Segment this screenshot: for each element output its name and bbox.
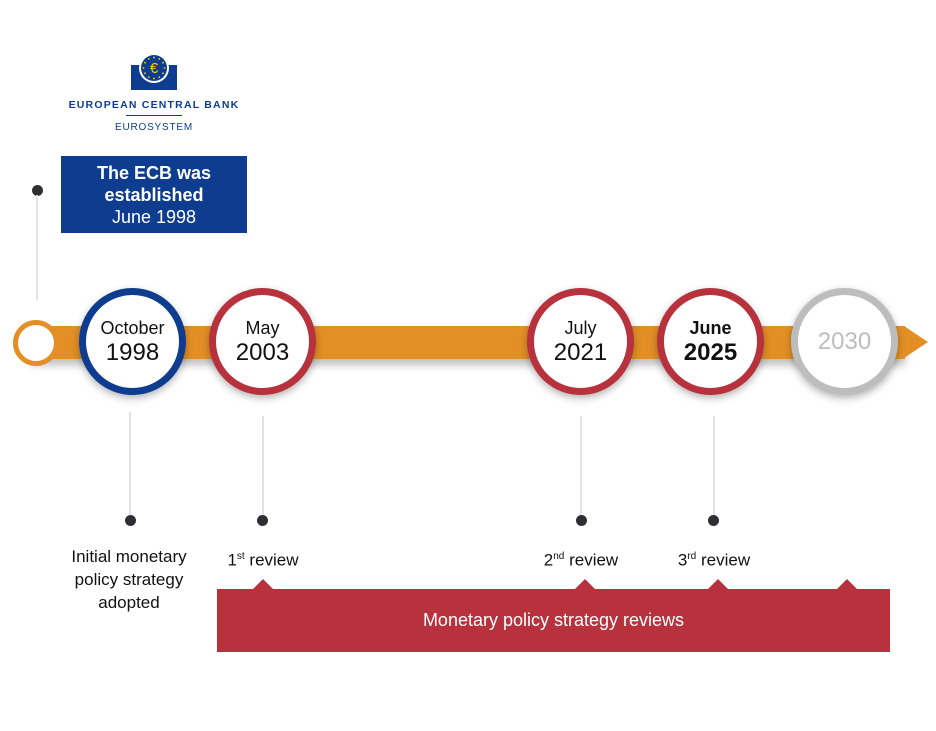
milestone-year: 2025 (683, 338, 738, 366)
connector-2003 (262, 416, 264, 515)
milestone-2003: May 2003 (209, 288, 316, 395)
milestone-year: 2021 (553, 338, 608, 366)
milestone-year: 1998 (105, 338, 160, 366)
logo-name: EUROPEAN CENTRAL BANK (68, 99, 240, 111)
milestone-year: 2003 (235, 338, 290, 366)
dot-1998 (125, 515, 136, 526)
milestone-2025: June 2025 (657, 288, 764, 395)
svg-text:€: € (150, 60, 159, 77)
milestone-2030: 2030 (791, 288, 898, 395)
band-notch (575, 579, 595, 589)
review-ordinal: rd (687, 551, 697, 562)
logo-subtitle: EUROSYSTEM (114, 122, 193, 133)
review-ordinal: nd (553, 551, 565, 562)
established-line1: The ECB was (96, 163, 212, 183)
established-connector (36, 195, 38, 300)
band-notch (837, 579, 857, 589)
review-text: review (696, 550, 751, 570)
milestone-month: October (100, 317, 165, 338)
established-dot (32, 185, 43, 196)
band-notch (708, 579, 728, 589)
established-box: The ECB was established June 1998 (61, 156, 247, 233)
milestone-month: July (564, 317, 597, 338)
label-line: adopted (98, 593, 160, 612)
timeline-start-marker (13, 320, 59, 366)
connector-1998 (129, 412, 131, 515)
label-review-3: 3rd review (654, 545, 774, 572)
connector-2025 (713, 416, 715, 515)
review-number: 1 (227, 550, 237, 570)
timeline-arrow-icon (904, 326, 928, 358)
ecb-logo-icon: € (131, 53, 177, 90)
milestone-month: June (689, 317, 732, 338)
reviews-band: Monetary policy strategy reviews (217, 589, 890, 652)
label-line: Initial monetary (71, 547, 187, 566)
milestone-2021: July 2021 (527, 288, 634, 395)
label-review-2: 2nd review (521, 545, 641, 572)
review-number: 3 (677, 550, 688, 570)
band-notch (253, 579, 273, 589)
milestone-year: 2030 (817, 327, 872, 355)
dot-2025 (708, 515, 719, 526)
milestone-month: May (245, 317, 280, 338)
established-date: June 1998 (111, 207, 197, 227)
milestone-1998: October 1998 (79, 288, 186, 395)
review-number: 2 (543, 550, 554, 570)
established-line2: established (104, 185, 204, 205)
dot-2021 (576, 515, 587, 526)
reviews-band-label: Monetary policy strategy reviews (422, 610, 685, 630)
logo-divider (126, 115, 182, 116)
review-ordinal: st (236, 551, 245, 562)
connector-2021 (580, 416, 582, 515)
review-text: review (244, 550, 299, 570)
label-review-1: 1st review (203, 545, 323, 572)
review-text: review (564, 550, 619, 570)
label-line: policy strategy (74, 570, 184, 589)
label-initial-strategy: Initial monetary policy strategy adopted (48, 545, 210, 614)
dot-2003 (257, 515, 268, 526)
